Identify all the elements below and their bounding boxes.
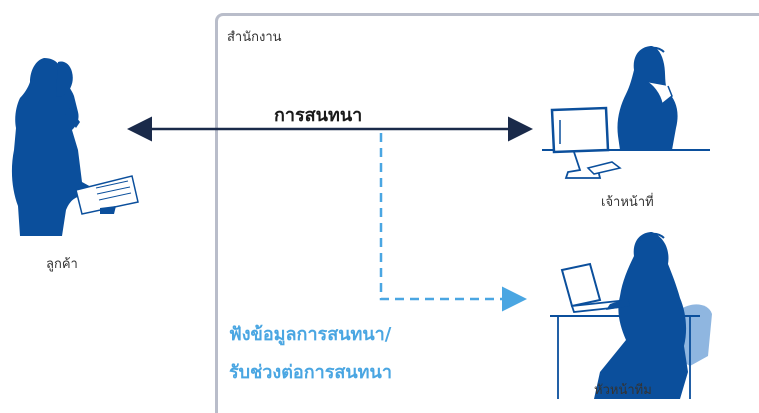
agent-figure <box>542 46 710 179</box>
monitoring-arrow <box>379 133 527 312</box>
team-leader-label: หัวหน้าทีม <box>594 383 652 398</box>
monitor-label-line2: รับช่วงต่อการสนทนา <box>229 362 392 383</box>
office-boundary <box>215 13 759 413</box>
team-leader-figure <box>550 232 712 399</box>
customer-label: ลูกค้า <box>46 257 78 272</box>
diagram-canvas <box>11 46 712 399</box>
office-label: สำนักงาน <box>227 30 282 45</box>
laptop-icon <box>560 262 602 308</box>
book-icon <box>75 175 139 215</box>
agent-label: เจ้าหน้าที่ <box>601 195 654 210</box>
conversation-label: การสนทนา <box>274 105 363 126</box>
monitor-label-line1: ฟังข้อมูลการสนทนา/ <box>229 324 392 345</box>
